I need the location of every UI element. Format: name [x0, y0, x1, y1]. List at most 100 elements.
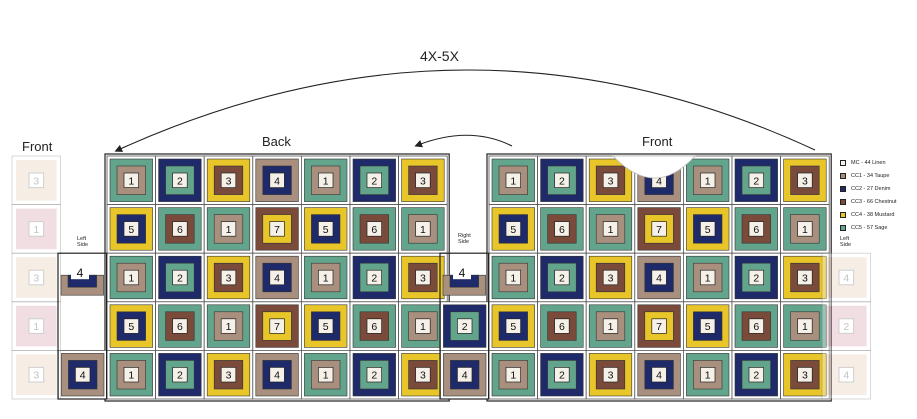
block-number: 5 — [510, 321, 516, 333]
block-number: 6 — [559, 321, 565, 333]
block-number: 1 — [33, 321, 39, 333]
block-number: 3 — [226, 175, 232, 187]
quilt-block: 3 — [203, 252, 254, 303]
block-center — [748, 269, 764, 286]
quilt-block: 4 — [58, 349, 108, 400]
block-center — [220, 172, 237, 188]
block-inner-round — [165, 311, 195, 341]
legend-swatch — [840, 211, 846, 218]
quilt-block: 3 — [398, 155, 448, 205]
faded-block: 3 — [11, 155, 61, 205]
quilt-block: 1 — [683, 155, 733, 205]
block-center — [748, 221, 764, 237]
block-number: 1 — [608, 321, 614, 333]
block-number: 6 — [371, 321, 377, 333]
block-number: 7 — [274, 224, 280, 236]
quilt-block: 5 — [488, 301, 538, 351]
block-outer-round — [826, 305, 867, 347]
block-center — [651, 318, 667, 334]
block-outer-round — [16, 208, 57, 250]
right-side-label: Right Side — [458, 233, 471, 245]
block-center — [318, 318, 334, 334]
size-label: 4X-5X — [420, 48, 459, 64]
block-number: 6 — [559, 224, 565, 236]
block-center — [269, 221, 285, 237]
quilt-block: 1 — [300, 155, 351, 205]
block-center — [123, 367, 139, 383]
block-center — [602, 269, 619, 286]
block-center — [269, 172, 285, 188]
half-block-label-bg — [453, 265, 471, 280]
block-number: 3 — [802, 273, 808, 285]
quilt-block: 2 — [731, 155, 781, 205]
block-center — [318, 172, 334, 188]
block-center — [123, 221, 139, 237]
quilt-block: 5 — [683, 204, 733, 254]
block-number: 2 — [559, 175, 565, 187]
block-center — [366, 269, 382, 286]
front-right-heading: Front — [642, 134, 673, 149]
block-outer-round — [826, 354, 867, 395]
block-center — [415, 221, 431, 237]
quilt-block: 3 — [585, 252, 636, 303]
block-center — [172, 269, 188, 286]
front-panel-border — [486, 153, 832, 402]
quilt-block: 1 — [780, 301, 830, 351]
quilt-block: 6 — [731, 204, 781, 254]
block-number: 2 — [371, 370, 377, 382]
legend-swatch — [840, 172, 846, 179]
block-number: 1 — [510, 370, 516, 382]
quilt-block: 4 — [634, 252, 684, 303]
legend-swatch — [840, 224, 846, 231]
quilt-block: 5 — [300, 301, 351, 351]
block-number: 3 — [608, 273, 614, 285]
block-center — [28, 318, 45, 334]
back-heading: Back — [262, 134, 291, 149]
block-center — [700, 318, 716, 334]
block-center — [838, 269, 855, 286]
legend-item-cc4: CC4 - 38 Mustard — [840, 208, 897, 221]
left-side-label: Left Side — [77, 236, 89, 248]
block-number: 5 — [705, 321, 711, 333]
left-side-border — [57, 252, 108, 400]
quilt-block: 7 — [634, 204, 684, 254]
legend-text: CC4 - 38 Mustard — [851, 211, 895, 218]
quilt-block: 6 — [731, 301, 781, 351]
block-center — [554, 318, 570, 334]
block-center — [318, 367, 334, 383]
block-number: 1 — [226, 321, 232, 333]
block-center — [415, 318, 431, 334]
quilt-block: 2 — [537, 252, 587, 303]
quilt-block: 2 — [537, 349, 587, 400]
block-frame — [11, 349, 61, 400]
block-center — [748, 172, 764, 188]
small-arrow — [414, 134, 513, 148]
neckline-cutout — [612, 155, 696, 179]
quilt-block: 7 — [252, 301, 302, 351]
legend-item-mc: MC - 44 Linen — [840, 156, 897, 169]
quilt-block: 7 — [252, 204, 302, 254]
block-number: 5 — [510, 224, 516, 236]
block-number: 1 — [323, 370, 329, 382]
block-number: 3 — [33, 370, 39, 382]
block-center — [505, 269, 521, 286]
block-center — [28, 221, 45, 237]
block-inner-round — [741, 360, 771, 390]
quilt-block: 1 — [106, 349, 156, 400]
legend-text: CC1 - 34 Taupe — [851, 172, 890, 179]
block-center — [457, 367, 473, 383]
quilt-block: 5 — [106, 204, 156, 254]
block-number: 7 — [656, 321, 662, 333]
block-center — [269, 318, 285, 334]
quilt-block: 2 — [349, 349, 399, 400]
quilt-block: 2 — [155, 252, 205, 303]
block-number: 1 — [128, 370, 134, 382]
block-number: 3 — [608, 175, 614, 187]
quilt-block: 1 — [780, 204, 830, 254]
color-legend: MC - 44 Linen CC1 - 34 Taupe CC2 - 27 De… — [840, 156, 897, 234]
block-number: 2 — [753, 175, 759, 187]
block-center — [28, 269, 45, 286]
faded-block: 4 — [821, 252, 871, 303]
block-number: 1 — [128, 273, 134, 285]
block-frame — [11, 252, 61, 303]
